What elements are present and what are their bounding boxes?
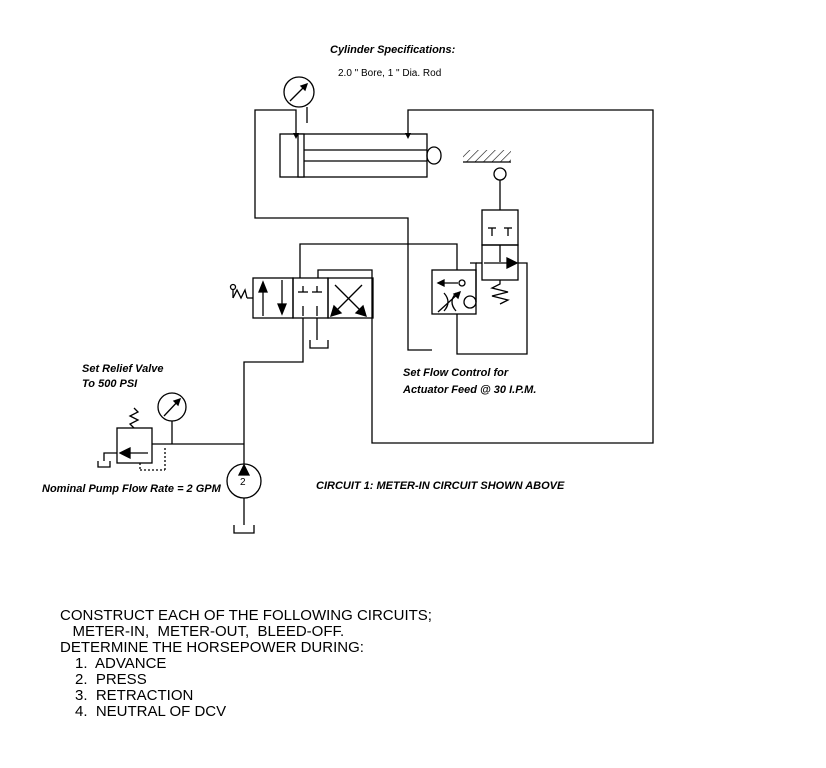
instruction-item: 4. NEUTRAL OF DCV xyxy=(75,703,227,720)
pump-number: 2 xyxy=(240,477,246,488)
instruction-line-2: METER-IN, METER-OUT, BLEED-OFF. xyxy=(60,623,345,640)
hydraulic-cylinder-icon xyxy=(279,133,442,178)
circuit-caption: CIRCUIT 1: METER-IN CIRCUIT SHOWN ABOVE xyxy=(316,480,565,492)
pump-flow-label: Nominal Pump Flow Rate = 2 GPM xyxy=(42,483,222,495)
dcv-manual-actuator-icon xyxy=(229,283,253,300)
dcv-tank-icon xyxy=(309,340,329,349)
relief-label-line1: Set Relief Valve xyxy=(82,363,164,375)
flow-control-label-line1: Set Flow Control for xyxy=(403,367,509,379)
relief-label-line2: To 500 PSI xyxy=(82,378,138,390)
cylinder-pressure-gauge-icon xyxy=(283,76,315,123)
instruction-item: 1. ADVANCE xyxy=(75,655,167,672)
directional-control-valve-icon xyxy=(252,277,374,319)
cam-roller-fixture-icon xyxy=(463,150,511,210)
cylinder-spec-title: Cylinder Specifications: xyxy=(330,44,456,56)
hydraulic-pump-icon xyxy=(226,463,262,534)
cylinder-spec-detail: 2.0 " Bore, 1 " Dia. Rod xyxy=(338,68,441,79)
relief-pressure-gauge-icon xyxy=(157,392,187,444)
instruction-line-1: CONSTRUCT EACH OF THE FOLLOWING CIRCUITS… xyxy=(60,607,432,624)
flow-control-valve-icon xyxy=(431,269,477,315)
instruction-line-3: DETERMINE THE HORSEPOWER DURING: xyxy=(60,639,364,656)
assignment-instructions: CONSTRUCT EACH OF THE FOLLOWING CIRCUITS… xyxy=(60,608,432,720)
instruction-item: 3. RETRACTION xyxy=(75,687,194,704)
hydraulic-lines xyxy=(152,109,654,464)
rod-end-port-arrow-icon xyxy=(405,133,411,139)
relief-valve-icon xyxy=(97,407,166,471)
flow-control-label-line2: Actuator Feed @ 30 I.P.M. xyxy=(402,384,536,396)
instruction-item: 2. PRESS xyxy=(75,671,147,688)
cap-end-port-arrow-icon xyxy=(293,133,299,139)
